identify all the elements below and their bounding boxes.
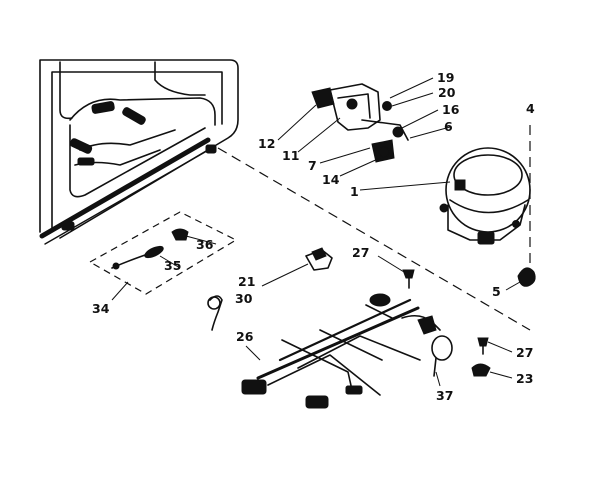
- callout-27-upper: 27: [352, 245, 369, 260]
- callout-23: 23: [516, 371, 533, 386]
- callout-7: 7: [308, 158, 317, 173]
- switch-illustration: [207, 247, 333, 331]
- callout-21: 21: [238, 274, 255, 289]
- compressor-illustration: [439, 147, 531, 245]
- callout-34: 34: [92, 301, 110, 316]
- callout-6: 6: [444, 119, 453, 134]
- clip-illustration: [431, 335, 453, 377]
- callout-11: 11: [282, 148, 299, 163]
- callout-36: 36: [196, 237, 214, 252]
- cabinet-illustration: [39, 59, 239, 245]
- assembly-line: [217, 147, 531, 331]
- callout-16: 16: [442, 102, 460, 117]
- wiring-harness-illustration: [241, 293, 441, 409]
- callout-35: 35: [164, 258, 181, 273]
- callout-26: 26: [236, 329, 254, 344]
- thermostat-kit-illustration: [88, 211, 238, 295]
- screw-upper-illustration: [402, 269, 415, 289]
- callout-1: 1: [350, 184, 359, 199]
- callout-30: 30: [235, 291, 253, 306]
- screw-lower-illustration: [471, 337, 491, 377]
- callout-labels: 19 20 16 6 12 11 7 14 1 4 36 35 34 27 21…: [92, 70, 535, 403]
- callout-27-lower: 27: [516, 345, 533, 360]
- mount-illustration: [517, 267, 536, 287]
- callout-14: 14: [322, 172, 340, 187]
- leader-lines: [111, 77, 521, 387]
- callout-5: 5: [492, 284, 501, 299]
- callout-4: 4: [526, 101, 535, 116]
- callout-19: 19: [437, 70, 454, 85]
- callout-37: 37: [436, 388, 453, 403]
- callout-12: 12: [258, 136, 275, 151]
- relay-bracket-illustration: [311, 83, 409, 163]
- callout-20: 20: [438, 85, 456, 100]
